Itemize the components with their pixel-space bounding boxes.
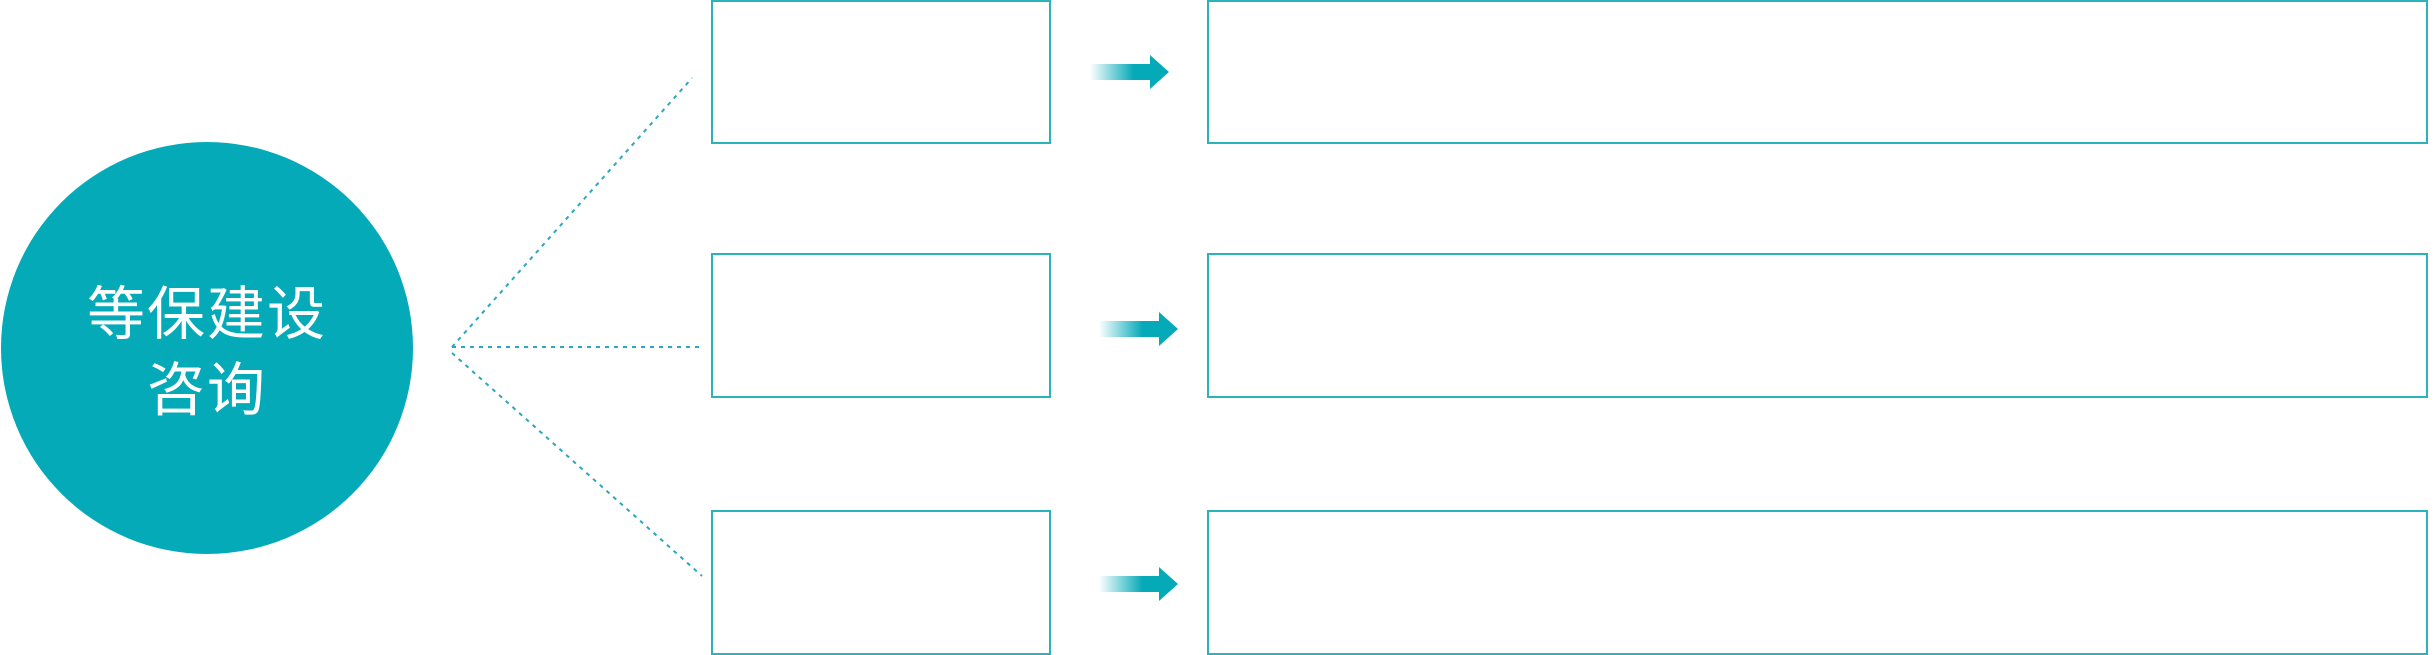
arrow-right-icon [1099,567,1178,601]
description-box-1 [1207,0,2428,144]
branch-box-3 [711,510,1051,655]
connector-line-bottom [451,352,703,577]
arrow-right-icon [1099,312,1178,346]
branch-box-1 [711,0,1051,144]
description-box-2 [1207,253,2428,398]
connector-line-top [451,77,693,348]
center-circle: 等保建设咨询 [1,142,413,554]
center-label: 等保建设咨询 [86,280,327,424]
branch-box-2 [711,253,1051,398]
description-box-3 [1207,510,2428,655]
arrow-right-icon [1090,55,1169,89]
